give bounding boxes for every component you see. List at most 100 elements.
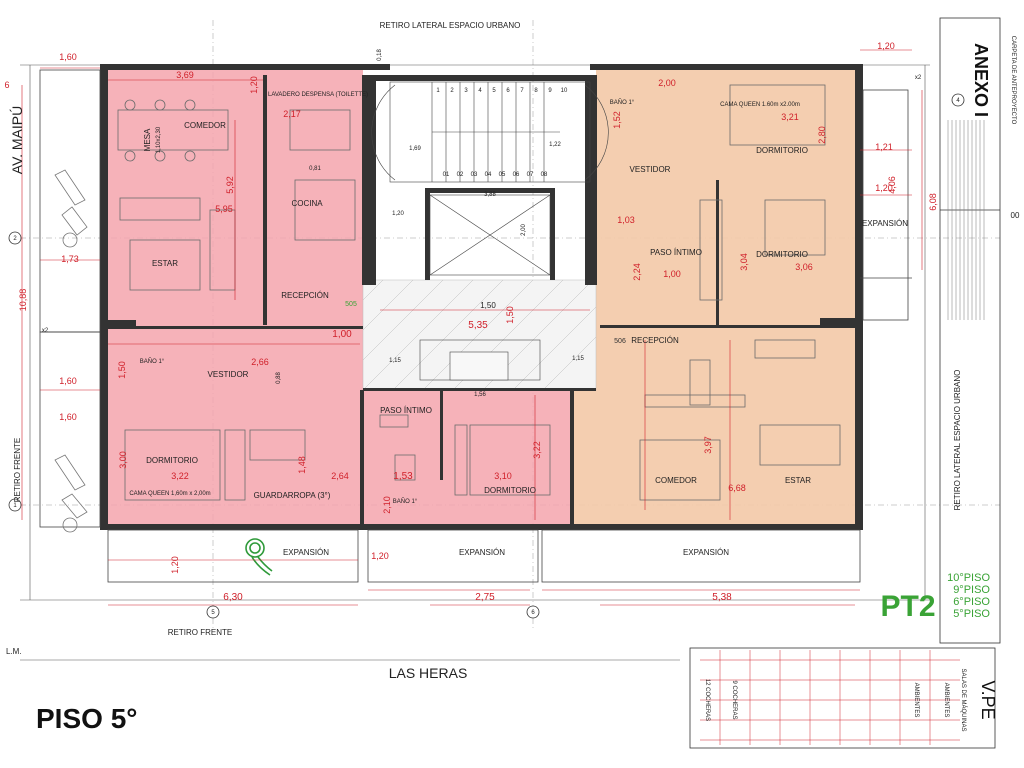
stair-step-01: 01 <box>443 172 450 178</box>
setback-top-label: RETIRO LATERAL ESPACIO URBANO <box>380 21 521 30</box>
dim-d5: 5,92 <box>225 176 235 194</box>
dim-d11: 1,60 <box>59 376 77 386</box>
plant-symbol <box>245 538 273 576</box>
dim-d18: 3,10 <box>494 471 512 481</box>
stair-step-05: 05 <box>499 172 506 178</box>
dim-s7: 1,15 <box>572 356 584 362</box>
room-bath2-505: BAÑO 1° <box>393 498 418 505</box>
axis-label-5: 5 <box>211 610 215 616</box>
dim-s14: x2 <box>915 75 922 81</box>
dim-d25: 6,30 <box>223 592 243 603</box>
dim-d23: 1,50 <box>505 306 515 324</box>
room-expansion-506: EXPANSIÓN <box>862 219 908 228</box>
legend-item-3: AMBIENTES <box>913 683 919 718</box>
dim-d27: 5,38 <box>712 592 732 603</box>
axis-marker-1 <box>8 498 22 512</box>
dim-d43: 1,20 <box>877 41 895 51</box>
room-bedroom-505: DORMITORIO <box>146 456 198 465</box>
stair-step-5: 5 <box>492 88 496 94</box>
stair-step-9: 9 <box>548 88 552 94</box>
stair-step-08: 08 <box>541 172 548 178</box>
dim-d8: 10,88 <box>18 289 28 312</box>
stair <box>371 81 609 381</box>
stair-step-3: 3 <box>464 88 468 94</box>
street-av-maipu: AV. MAIPÚ <box>9 106 25 174</box>
room-living-506: ESTAR <box>785 476 811 485</box>
room-bedroom2-505: DORMITORIO <box>484 486 536 495</box>
axis-marker-6 <box>526 605 540 619</box>
expansion-label-2: EXPANSIÓN <box>459 548 505 557</box>
outdoor-chairs <box>54 169 88 533</box>
dim-d26: 2,75 <box>475 592 495 603</box>
dimension-lines <box>21 49 923 606</box>
dim-d17: 2,10 <box>382 496 392 514</box>
dim-d1: 1,60 <box>59 52 77 62</box>
bed-queen-505: CAMA QUEEN 1,60m x 2,00m <box>129 491 210 497</box>
dim-d37: 3,04 <box>739 253 749 271</box>
dim-d10: 2,66 <box>251 357 269 367</box>
room-kitchen-505: COCINA <box>291 199 323 208</box>
stair-step-10: 10 <box>561 88 568 94</box>
room-hallway-505: PASO ÍNTIMO <box>380 406 432 415</box>
room-bath-506: BAÑO 1° <box>610 99 635 106</box>
dim-d35: 6,08 <box>928 193 938 211</box>
dim-d42: 6,68 <box>728 483 746 493</box>
dim-s2: 3,88 <box>484 192 496 198</box>
legend-item-4: AMBIENTES <box>943 683 949 718</box>
table-size-label: 1,10x2,30 <box>156 126 162 153</box>
dim-d40: 1,00 <box>663 269 681 279</box>
dim-s13: x2 <box>42 328 49 334</box>
dim-d6: 5,95 <box>215 204 233 214</box>
annex-title: ANEXO I <box>971 43 991 117</box>
dim-s9: 0,18 <box>377 49 383 61</box>
axis-label-2: 2 <box>13 236 17 242</box>
floor-9: 9°PISO <box>953 584 990 596</box>
room-dining-506: COMEDOR <box>655 476 697 485</box>
sheet-frame <box>689 17 1001 749</box>
room-bedroom2-506: DORMITORIO <box>756 250 808 259</box>
floor-10: 10°PISO <box>947 572 990 584</box>
floor-6: 6°PISO <box>953 596 990 608</box>
room-closet-505: VESTIDOR <box>208 370 249 379</box>
dim-d32: 1,21 <box>875 142 893 152</box>
room-closet-506: VESTIDOR <box>630 165 671 174</box>
floor-5: 5°PISO <box>953 608 990 620</box>
dim-d33: 1,20 <box>875 183 893 193</box>
sheet-tag: PT2 <box>880 590 935 623</box>
axis-marker-4 <box>951 93 965 107</box>
dim-s6: 1,15 <box>389 358 401 364</box>
dim-d29: 1,52 <box>612 111 622 129</box>
notes-text-lines <box>947 120 985 320</box>
stair-step-1: 1 <box>436 88 440 94</box>
small-dimensions: 1,69 3,88 1,22 1,20 2,00 1,15 1,15 1,56 … <box>4 49 921 398</box>
axis-marker-2 <box>8 231 22 245</box>
axis-label-4: 4 <box>956 98 960 104</box>
legend-labels: 12 COCHERAS 9 COCHERAS AMBIENTES AMBIENT… <box>704 668 967 731</box>
dim-s1: 1,69 <box>409 146 421 152</box>
room-reception-505: RECEPCIÓN <box>281 291 329 300</box>
stair-step-03: 03 <box>471 172 478 178</box>
dim-d44: 1,20 <box>371 551 389 561</box>
walls <box>100 64 863 530</box>
stair-step-04: 04 <box>485 172 492 178</box>
dim-d38: 3,06 <box>795 262 813 272</box>
dim-d15: 2,64 <box>331 471 349 481</box>
expansion-label-3: EXPANSIÓN <box>683 548 729 557</box>
axis-label-1: 1 <box>13 503 17 509</box>
setback-right-label: RETIRO LATERAL ESPACIO URBANO <box>953 370 962 511</box>
dim-d28: 2,00 <box>658 78 676 88</box>
legend-item-1: 12 COCHERAS <box>704 679 710 721</box>
dim-d45: 1,60 <box>59 412 77 422</box>
sheet-number: 00 <box>1011 211 1020 220</box>
dim-s11: 0,88 <box>276 372 282 384</box>
room-wardrobe-505: GUARDARROPA (3°) <box>254 491 331 500</box>
legend-item-2: 9 COCHERAS <box>731 680 737 719</box>
axis-markers: 2 1 5 6 4 <box>8 93 965 619</box>
unit-number-506: 506 <box>614 338 626 345</box>
room-hallway-506: PASO ÍNTIMO <box>650 248 702 257</box>
dim-d24: 1,20 <box>170 556 180 574</box>
stair-step-02: 02 <box>457 172 464 178</box>
legend-item-5: SALAS DE MÁQUINAS <box>960 668 967 731</box>
folder-title: CARPETA DE ANTEPROYECTO <box>1010 36 1016 125</box>
axis-marker-5 <box>206 605 220 619</box>
